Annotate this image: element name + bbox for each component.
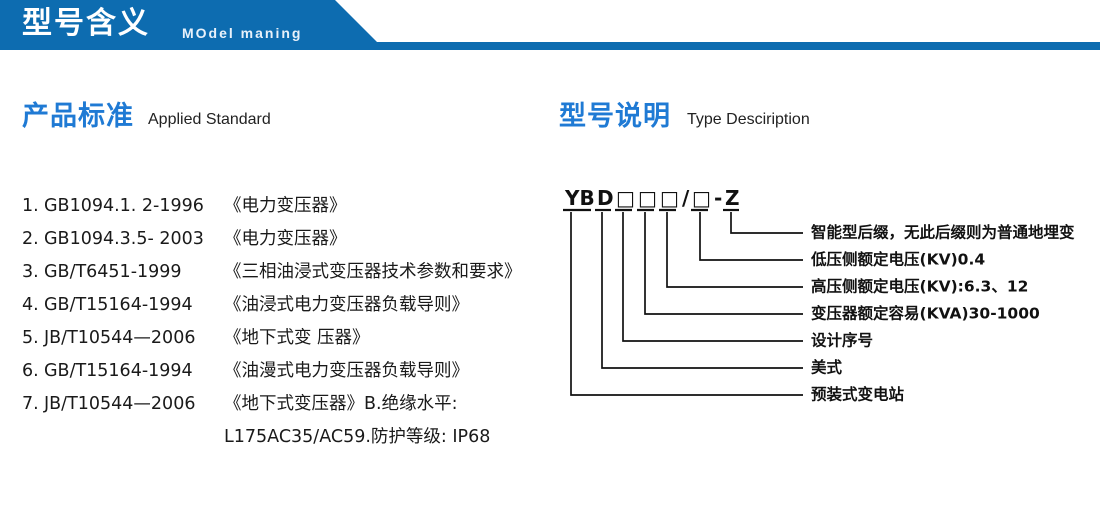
applied-standard-heading-en: Applied Standard [148,111,271,128]
callout-label-6: 美式 [811,358,843,377]
standard-index: 4. [22,295,39,315]
standard-code: GB1094.1. 2-1996 [44,196,204,216]
standard-name: 《电力变压器》 [224,229,347,249]
banner-title-cn: 型号含义 [22,6,150,41]
code-part-d: D [597,186,614,210]
type-code-diagram: YB D □ □ □ / □ - Z 智能型后缀 [555,185,1100,435]
standard-code: GB/T15164-1994 [44,361,193,381]
callout-label-5: 设计序号 [811,331,873,350]
standards-list: 1. GB1094.1. 2-1996 《电力变压器》 2. GB1094.3.… [22,190,542,454]
list-item: 5. JB/T10544—2006 《地下式变 压器》 [22,322,542,355]
list-item: 2. GB1094.3.5- 2003 《电力变压器》 [22,223,542,256]
standard-name: 《油浸式电力变压器负载导则》 [224,295,469,315]
standard-index: 5. [22,328,39,348]
standard-index: 6. [22,361,39,381]
standard-code: JB/T10544—2006 [44,394,196,414]
standard-name: 《三相油浸式变压器技术参数和要求》 [224,262,522,282]
standard-index: 1. [22,196,39,216]
banner-title-en: MOdel maning [182,25,303,41]
code-part-box-1: □ [616,186,635,210]
leader-line-3 [666,212,803,288]
code-part-z: Z [725,186,740,210]
applied-standard-heading-cn: 产品标准 [22,101,134,132]
standard-index: 7. [22,394,39,414]
type-description-heading-en: Type Desciription [687,111,810,128]
type-description-heading-cn: 型号说明 [559,101,671,132]
applied-standard-section: 产品标准 Applied Standard 1. GB1094.1. 2-199… [0,100,545,447]
code-part-dash: - [714,186,722,210]
callout-label-2: 低压侧额定电压(KV)0.4 [810,250,985,269]
code-part-box-3: □ [660,186,679,210]
applied-standard-heading: 产品标准 Applied Standard [0,100,545,144]
standard-code: GB1094.3.5- 2003 [44,229,204,249]
standard-code: JB/T10544—2006 [44,328,196,348]
callout-label-7: 预装式变电站 [811,385,905,404]
leader-line-2 [699,212,803,261]
list-item: 4. GB/T15164-1994 《油浸式电力变压器负载导则》 [22,289,542,322]
standard-index: 3. [22,262,39,282]
type-description-section: 型号说明 Type Desciription YB D □ □ □ / □ - … [545,100,1100,404]
standard-code: GB/T15164-1994 [44,295,193,315]
list-item: 6. GB/T15164-1994 《油漫式电力变压器负载导则》 [22,355,542,388]
code-part-box-2: □ [638,186,657,210]
standard-name: 《电力变压器》 [224,196,347,216]
banner-shape [0,0,1100,50]
leader-line-1 [730,212,803,234]
code-part-box-4: □ [692,186,711,210]
callout-label-4: 变压器额定容易(KVA)30-1000 [811,304,1040,323]
callout-label-3: 高压侧额定电压(KV):6.3、12 [811,277,1028,296]
leader-line-4 [644,212,803,315]
leader-line-5 [622,212,803,342]
callout-label-1: 智能型后缀，无此后缀则为普通地埋变 [811,223,1075,242]
type-description-heading: 型号说明 Type Desciription [545,100,1100,144]
standard-index: 2. [22,229,39,249]
list-item: 3. GB/T6451-1999 《三相油浸式变压器技术参数和要求》 [22,256,542,289]
list-item: 7. JB/T10544—2006 《地下式变压器》B.绝缘水平: [22,388,542,421]
list-item: 1. GB1094.1. 2-1996 《电力变压器》 [22,190,542,223]
leader-line-6 [601,212,803,369]
standard-name: 《地下式变压器》B.绝缘水平: [224,394,458,414]
code-part-yb: YB [564,186,595,210]
page-header-banner: 型号含义 MOdel maning [0,0,1100,52]
standard-continuation-line: L175AC35/AC59.防护等级: IP68 [224,427,491,447]
standard-name: 《地下式变 压器》 [224,328,370,348]
standard-name: 《油漫式电力变压器负载导则》 [224,361,469,381]
code-part-slash: / [682,186,690,210]
leader-line-7 [570,212,803,396]
standard-code: GB/T6451-1999 [44,262,182,282]
